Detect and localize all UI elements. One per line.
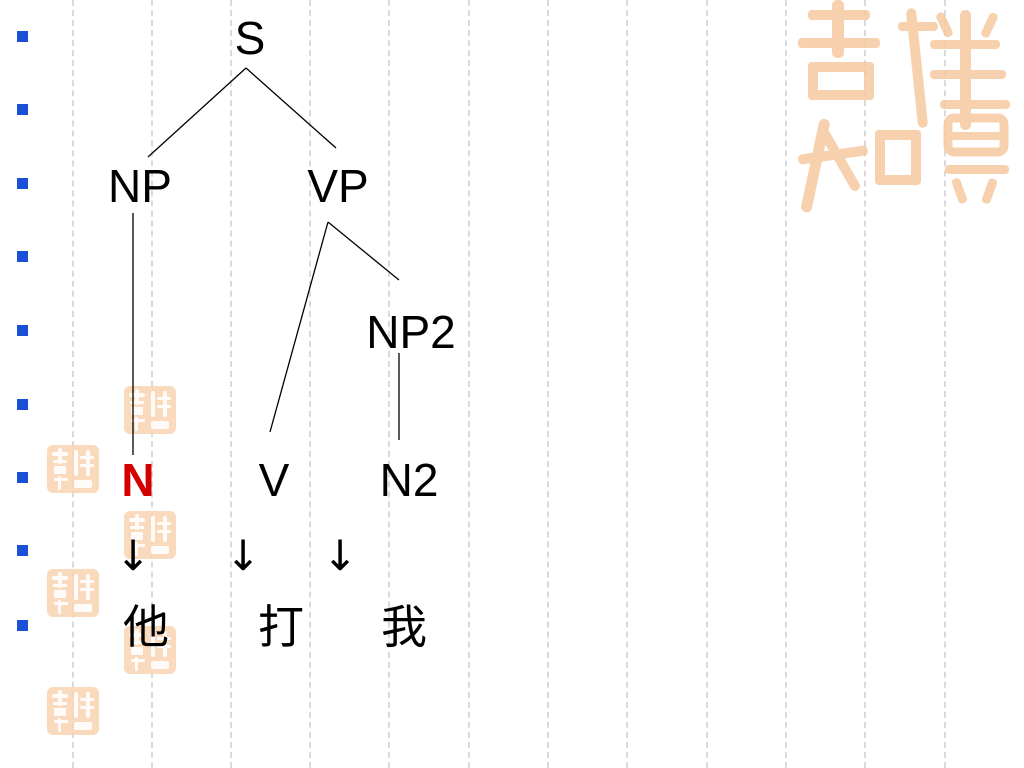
seal-stamp: [47, 687, 99, 735]
bullet-marker: [17, 399, 28, 410]
word-v: 打: [258, 600, 304, 654]
bullet-marker: [17, 251, 28, 262]
down-arrow-icon: ↓: [322, 531, 358, 580]
seal-stamp: [47, 445, 99, 493]
grid-line: [309, 0, 311, 768]
node-np: NP: [108, 160, 172, 212]
node-vp: VP: [307, 160, 369, 212]
edge-s-np: [147, 67, 247, 158]
edge-s-vp: [245, 67, 337, 149]
word-n2: 我: [381, 600, 427, 654]
bullet-marker: [17, 620, 28, 631]
seal-stamp: [47, 569, 99, 617]
grid-line: [468, 0, 470, 768]
bullet-marker: [17, 178, 28, 189]
seal-stamp: [124, 626, 176, 674]
grid-line: [944, 0, 946, 768]
bullet-marker: [17, 104, 28, 115]
node-n2: N2: [379, 454, 439, 506]
bullet-marker: [17, 545, 28, 556]
bullet-marker: [17, 472, 28, 483]
bullet-marker: [17, 31, 28, 42]
node-s: S: [234, 12, 266, 64]
node-v: V: [258, 454, 290, 506]
grid-line: [626, 0, 628, 768]
seal-watermark-large: [798, 0, 1010, 213]
bullet-marker: [17, 325, 28, 336]
grid-line: [864, 0, 866, 768]
edge-vp-np2: [327, 221, 400, 281]
grid-line: [785, 0, 787, 768]
grid-line: [388, 0, 390, 768]
grid-line: [151, 0, 153, 768]
grid-line: [706, 0, 708, 768]
grid-line: [547, 0, 549, 768]
grid-line: [72, 0, 74, 768]
down-arrow-icon: ↓: [225, 531, 261, 580]
node-n: N: [121, 454, 155, 506]
grid-line: [230, 0, 232, 768]
down-arrow-icon: ↓: [115, 531, 151, 580]
node-np2: NP2: [366, 306, 456, 358]
word-n: 他: [123, 600, 169, 654]
seal-stamp: [124, 511, 176, 559]
seal-stamp: [124, 386, 176, 434]
edge-vp-v: [269, 221, 329, 433]
